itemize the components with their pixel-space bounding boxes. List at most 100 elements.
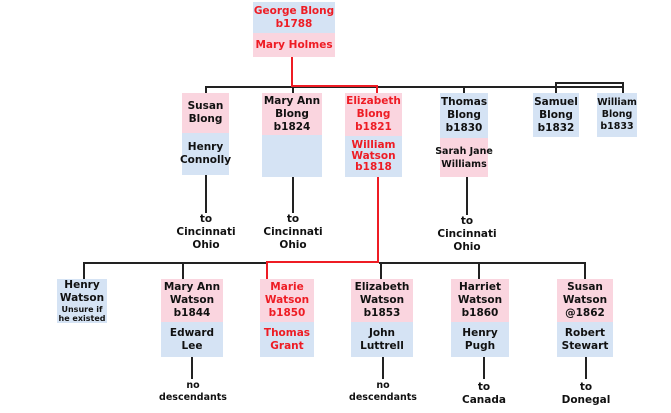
gen2-sibling-connector bbox=[83, 262, 266, 264]
person-william-blong[interactable]: William Blong b1833 bbox=[597, 93, 637, 137]
gen2-mary-ann-watson-box[interactable]: Mary Ann Watson b1844 Edward Lee bbox=[161, 279, 223, 357]
gen1-thomas-blong-box[interactable]: Thomas Blong b1830 Sarah Jane Williams bbox=[435, 93, 493, 177]
gen1-william-blong-box[interactable]: William Blong b1833 bbox=[597, 93, 637, 137]
note-line: to bbox=[199, 213, 213, 225]
birth-line: b1788 bbox=[275, 17, 313, 30]
spouse-william-watson[interactable]: William Watson b1818 bbox=[345, 136, 402, 177]
root-couple-box[interactable]: George Blong b1788 Mary Holmes bbox=[253, 2, 335, 57]
gen2-henry-watson-box[interactable]: Henry Watson Unsure if he existed bbox=[57, 279, 107, 323]
name-line: Williams bbox=[441, 158, 487, 170]
name-line: William bbox=[351, 139, 396, 151]
name-line: Sarah Jane bbox=[435, 145, 493, 157]
connector-drop bbox=[292, 177, 294, 213]
name-line: Thomas bbox=[263, 326, 311, 339]
note-line: descendants bbox=[349, 392, 417, 403]
name-line: Blong bbox=[188, 113, 223, 125]
spouse-edward-lee[interactable]: Edward Lee bbox=[161, 322, 223, 357]
birth-line: b1860 bbox=[461, 307, 499, 319]
birth-line: b1844 bbox=[173, 307, 211, 319]
direct-line-segment bbox=[266, 261, 379, 263]
note-line: Cincinnati bbox=[263, 226, 323, 238]
person-mary-ann-watson[interactable]: Mary Ann Watson b1844 bbox=[161, 279, 223, 322]
birth-line: b1850 bbox=[268, 307, 306, 319]
person-thomas-blong[interactable]: Thomas Blong b1830 bbox=[440, 93, 488, 138]
connector-drop bbox=[585, 357, 587, 379]
spouse-thomas-grant[interactable]: Thomas Grant bbox=[260, 322, 314, 357]
gen2-elizabeth-watson-box[interactable]: Elizabeth Watson b1853 John Luttrell bbox=[351, 279, 413, 357]
note-line: descendants bbox=[159, 392, 227, 403]
birth-line: b1818 bbox=[355, 161, 392, 173]
uncertainty-note: Unsure if bbox=[61, 304, 103, 314]
name-line: Stewart bbox=[561, 339, 609, 352]
name-line: William bbox=[597, 97, 637, 108]
name-line: Henry bbox=[64, 278, 100, 291]
name-line: Blong bbox=[601, 109, 633, 120]
gen1-elizabeth-blong-box[interactable]: Elizabeth Blong b1821 William Watson b18… bbox=[345, 93, 402, 177]
descendants-note: no descendants bbox=[155, 380, 231, 404]
direct-line-segment bbox=[376, 85, 378, 94]
person-susan-blong[interactable]: Susan Blong bbox=[182, 93, 229, 133]
person-elizabeth-watson[interactable]: Elizabeth Watson b1853 bbox=[351, 279, 413, 322]
birth-line: b1833 bbox=[600, 121, 634, 132]
spouse-unknown[interactable] bbox=[262, 135, 322, 177]
person-elizabeth-blong[interactable]: Elizabeth Blong b1821 bbox=[345, 93, 402, 136]
name-line: Connolly bbox=[179, 154, 232, 166]
connector-drop bbox=[478, 262, 480, 279]
name-line: Mary Ann bbox=[163, 281, 221, 293]
person-harriet-watson[interactable]: Harriet Watson b1860 bbox=[451, 279, 509, 322]
direct-line-segment bbox=[291, 57, 293, 87]
person-susan-watson[interactable]: Susan Watson @1862 bbox=[557, 279, 613, 322]
person-mary-ann-blong[interactable]: Mary Ann Blong b1824 bbox=[262, 93, 322, 135]
gen1-mary-ann-blong-box[interactable]: Mary Ann Blong b1824 bbox=[262, 93, 322, 177]
spouse-sarah-jane-williams[interactable]: Sarah Jane Williams bbox=[435, 138, 493, 177]
connector-drop bbox=[555, 82, 557, 94]
connector-drop bbox=[292, 86, 294, 94]
spouse-henry-connolly[interactable]: Henry Connolly bbox=[179, 133, 232, 175]
note-line: to bbox=[286, 213, 300, 225]
name-line: Elizabeth bbox=[354, 281, 410, 293]
name-line: Blong bbox=[447, 109, 481, 121]
birth-line: b1830 bbox=[445, 122, 483, 134]
gen2-susan-watson-box[interactable]: Susan Watson @1862 Robert Stewart bbox=[557, 279, 613, 357]
connector-drop bbox=[191, 357, 193, 379]
connector-drop bbox=[483, 357, 485, 379]
spouse-henry-pugh[interactable]: Henry Pugh bbox=[451, 322, 509, 357]
name-line: Watson bbox=[359, 294, 405, 306]
connector-drop bbox=[555, 82, 623, 84]
person-henry-watson[interactable]: Henry Watson Unsure if he existed bbox=[57, 279, 107, 323]
note-line: Cincinnati bbox=[176, 226, 236, 238]
name-line: Blong bbox=[539, 108, 573, 121]
gen2-sibling-connector bbox=[379, 262, 586, 264]
direct-line-segment bbox=[291, 85, 378, 87]
name-line: Mary Ann bbox=[263, 94, 321, 107]
name-line: Pugh bbox=[464, 339, 496, 352]
gen2-marie-watson-box[interactable]: Marie Watson b1850 Thomas Grant bbox=[260, 279, 314, 357]
name-line: Watson bbox=[264, 294, 310, 306]
connector-drop bbox=[380, 262, 382, 279]
gen2-harriet-watson-box[interactable]: Harriet Watson b1860 Henry Pugh bbox=[451, 279, 509, 357]
note-line: no bbox=[186, 380, 200, 391]
name-line: Marie bbox=[270, 281, 304, 293]
birth-line: b1821 bbox=[355, 121, 392, 133]
person-george-blong[interactable]: George Blong b1788 bbox=[253, 2, 335, 33]
spouse-john-luttrell[interactable]: John Luttrell bbox=[351, 322, 413, 357]
spouse-robert-stewart[interactable]: Robert Stewart bbox=[557, 322, 613, 357]
spouse-mary-holmes[interactable]: Mary Holmes bbox=[253, 33, 335, 57]
person-marie-watson[interactable]: Marie Watson b1850 bbox=[260, 279, 314, 322]
name-line: Samuel bbox=[534, 95, 578, 108]
name-line: Watson bbox=[562, 294, 608, 306]
person-samuel-blong[interactable]: Samuel Blong b1832 bbox=[533, 93, 579, 137]
gen1-susan-blong-box[interactable]: Susan Blong Henry Connolly bbox=[179, 93, 232, 175]
connector-drop bbox=[466, 177, 468, 215]
name-line: Watson bbox=[169, 294, 215, 306]
name-line: John bbox=[368, 326, 396, 339]
connector-drop bbox=[182, 262, 184, 279]
note-line: Donegal bbox=[561, 394, 611, 406]
emigration-note: to Cincinnati Ohio bbox=[176, 213, 236, 252]
name-line: Watson bbox=[457, 294, 503, 306]
connector-drop bbox=[463, 86, 465, 94]
gen1-samuel-blong-box[interactable]: Samuel Blong b1832 bbox=[533, 93, 579, 137]
birth-line: @1862 bbox=[565, 307, 605, 319]
descendants-note: no descendants bbox=[345, 380, 421, 404]
name-line: Henry bbox=[462, 326, 498, 339]
